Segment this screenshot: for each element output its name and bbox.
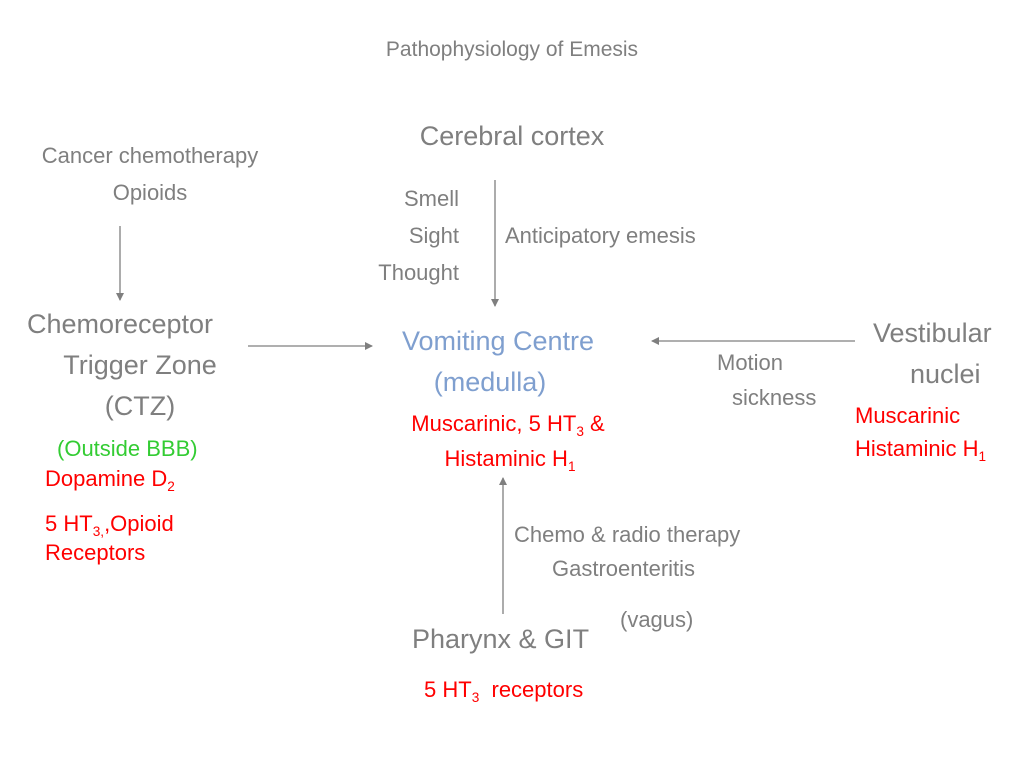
vestibular-receptor-histaminic: Histaminic H1	[855, 436, 987, 464]
cortex-trigger-smell: Smell	[403, 186, 459, 211]
vomiting-centre-receptors: Muscarinic, 5 HT3 &	[411, 411, 605, 439]
ctz-receptor-5ht3-opioid: 5 HT3,,Opioid	[45, 511, 174, 539]
vomiting-centre-receptors-line2: Histaminic H1	[444, 446, 576, 474]
stimulus-chemotherapy: Cancer chemotherapy	[41, 143, 259, 168]
git-arrow-label-line2: Gastroenteritis	[552, 556, 696, 581]
vomiting-centre-label-line1: Vomiting Centre	[401, 326, 595, 356]
vagus-label: (vagus)	[620, 607, 694, 632]
ctz-receptor-dopamine: Dopamine D2	[45, 466, 175, 494]
motion-sickness-label-line2: sickness	[732, 385, 817, 410]
ctz-label-line3: (CTZ)	[104, 391, 176, 421]
git-receptors: 5 HT3 receptors	[424, 677, 584, 705]
vomiting-centre-label-line2: (medulla)	[433, 367, 547, 397]
ctz-receptor-line2: Receptors	[45, 540, 146, 565]
anticipatory-emesis-label: Anticipatory emesis	[505, 223, 696, 248]
ctz-label-line1: Chemoreceptor	[26, 309, 214, 339]
git-arrow-label-line1: Chemo & radio therapy	[514, 522, 741, 547]
vestibular-receptor-muscarinic: Muscarinic	[855, 403, 961, 428]
ctz-outside-bbb-note: (Outside BBB)	[57, 436, 198, 461]
cortex-label: Cerebral cortex	[419, 121, 605, 151]
vestibular-label-line1: Vestibular	[873, 318, 992, 348]
page-title: Pathophysiology of Emesis	[385, 38, 639, 61]
vestibular-label-line2: nuclei	[910, 359, 981, 389]
ctz-label-line2: Trigger Zone	[63, 350, 217, 380]
git-label: Pharynx & GIT	[412, 624, 590, 654]
motion-sickness-label-line1: Motion	[717, 350, 784, 375]
cortex-trigger-thought: Thought	[378, 260, 459, 285]
cortex-trigger-sight: Sight	[408, 223, 459, 248]
stimulus-opioids: Opioids	[112, 180, 188, 205]
